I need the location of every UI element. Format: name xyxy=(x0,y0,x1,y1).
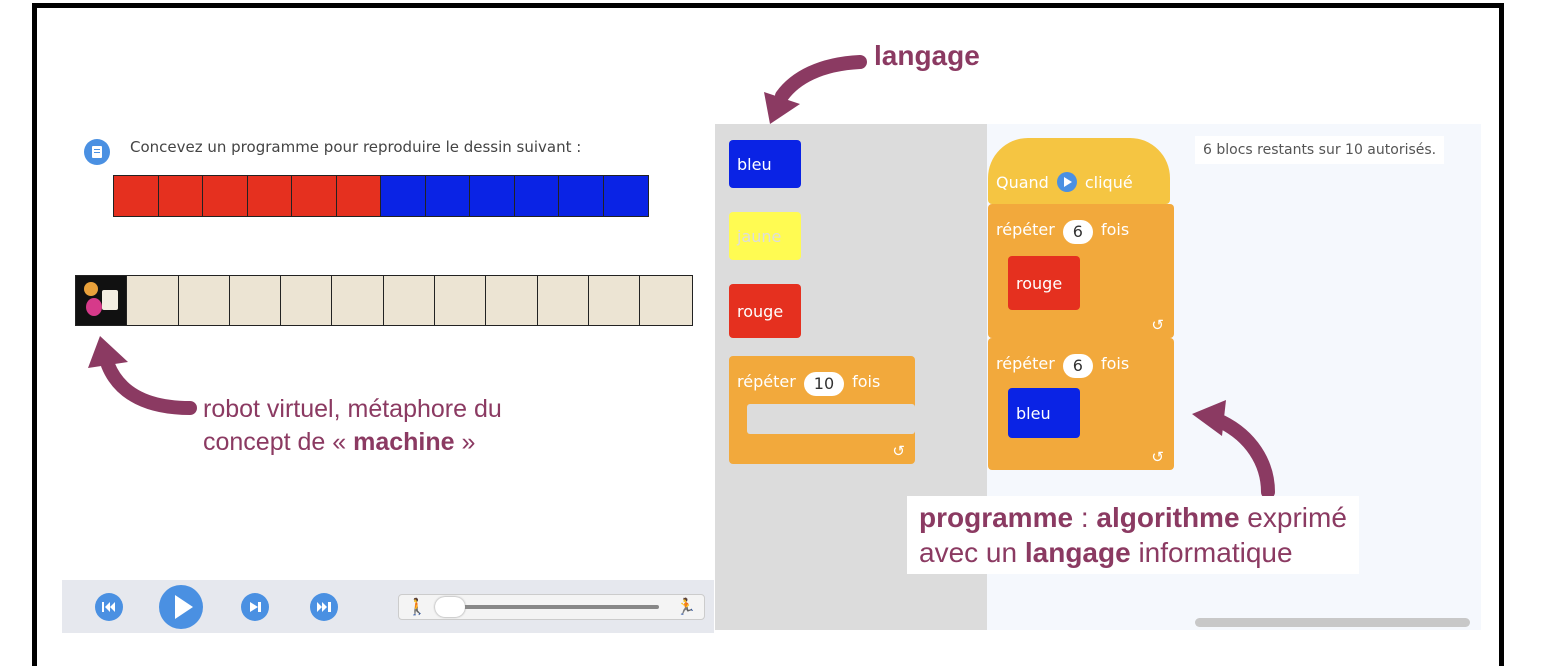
speed-slider[interactable]: 🚶 🏃 xyxy=(398,594,705,620)
target-cell xyxy=(247,176,292,216)
target-cell xyxy=(425,176,470,216)
start-label: Quand xyxy=(996,173,1049,192)
fast-forward-button[interactable] xyxy=(310,593,338,621)
palette-block-blue-label: bleu xyxy=(737,154,772,174)
palette-block-yellow[interactable]: jaune xyxy=(729,212,801,260)
step-icon xyxy=(250,602,261,612)
workspace-block-red[interactable]: rouge xyxy=(1008,256,1080,310)
grid-cell xyxy=(281,276,333,325)
loop-icon: ↺ xyxy=(892,442,905,460)
grid-cell xyxy=(179,276,230,325)
program-annotation-line2-pre: avec un xyxy=(919,537,1025,568)
speed-track-bar xyxy=(435,605,659,609)
repeat-1-label: répéter xyxy=(996,220,1055,239)
palette-repeat-block[interactable]: répéter 10 fois ↺ xyxy=(729,356,915,464)
step-button[interactable] xyxy=(241,593,269,621)
grid-cell xyxy=(589,276,641,325)
workspace-scrollbar[interactable] xyxy=(1195,618,1470,627)
language-arrow xyxy=(764,55,867,124)
fast-forward-icon xyxy=(317,602,331,612)
target-cell xyxy=(158,176,203,216)
target-cell xyxy=(381,176,426,216)
workspace-block-blue[interactable]: bleu xyxy=(1008,388,1080,438)
palette-repeat-slot xyxy=(747,404,915,434)
program-annotation-bold1: programme xyxy=(919,502,1074,533)
walker-icon: 🚶 xyxy=(407,597,427,616)
skip-back-button[interactable] xyxy=(95,593,123,621)
target-cell xyxy=(603,176,648,216)
robot-annotation-pre: concept de « xyxy=(203,428,354,456)
loop-icon: ↺ xyxy=(1151,448,1164,466)
instruction-icon xyxy=(84,139,110,165)
palette-block-red[interactable]: rouge xyxy=(729,284,801,338)
program-annotation: programme : algorithme exprimé avec un l… xyxy=(907,496,1359,574)
grid-cell xyxy=(640,276,691,325)
speed-knob[interactable] xyxy=(435,597,465,617)
play-icon xyxy=(1056,172,1077,192)
grid-cell xyxy=(384,276,436,325)
target-pattern xyxy=(113,175,649,217)
target-cell xyxy=(292,176,337,216)
robot-annotation-line1: robot virtuel, métaphore du xyxy=(203,395,502,423)
runner-icon: 🏃 xyxy=(676,597,696,616)
grid-cell xyxy=(538,276,589,325)
workspace-block-red-label: rouge xyxy=(1016,273,1063,293)
program-annotation-rest1: exprimé xyxy=(1239,502,1347,533)
palette-block-red-label: rouge xyxy=(737,301,784,321)
remaining-blocks-label: 6 blocs restants sur 10 autorisés. xyxy=(1195,136,1445,164)
robot-annotation-post: » xyxy=(454,428,476,456)
playback-controls: 🚶 🏃 xyxy=(62,580,714,633)
language-annotation: langage xyxy=(874,40,980,71)
repeat-1-count[interactable]: 6 xyxy=(1062,220,1093,244)
loop-icon: ↺ xyxy=(1151,316,1164,334)
program-annotation-line2-post: informatique xyxy=(1130,537,1293,568)
program-annotation-sep: : xyxy=(1073,502,1097,533)
robot-icon xyxy=(76,276,128,325)
robot-grid xyxy=(75,275,693,326)
target-cell xyxy=(470,176,515,216)
robot-annotation: robot virtuel, métaphore du concept de «… xyxy=(203,393,502,459)
start-label-clicked: cliqué xyxy=(1084,173,1133,192)
program-arrow xyxy=(1192,400,1275,499)
grid-cell xyxy=(486,276,538,325)
repeat-2-count[interactable]: 6 xyxy=(1062,354,1093,378)
instruction-text: Concevez un programme pour reproduire le… xyxy=(130,138,582,156)
target-cell xyxy=(336,176,381,216)
workspace-block-blue-label: bleu xyxy=(1016,403,1051,423)
program-annotation-bold2: algorithme xyxy=(1096,502,1240,533)
grid-cell xyxy=(332,276,384,325)
skip-back-icon xyxy=(102,602,115,612)
grid-cell xyxy=(435,276,487,325)
palette-block-yellow-label: jaune xyxy=(737,226,782,246)
repeat-2-fois: fois xyxy=(1100,354,1130,373)
palette-repeat-count[interactable]: 10 xyxy=(803,372,845,396)
repeat-2-label: répéter xyxy=(996,354,1055,373)
target-cell xyxy=(114,176,159,216)
palette-repeat-label: répéter xyxy=(737,372,796,391)
play-icon xyxy=(175,595,193,619)
grid-cell xyxy=(230,276,282,325)
target-cell xyxy=(559,176,604,216)
palette-block-blue[interactable]: bleu xyxy=(729,140,801,188)
palette-repeat-fois: fois xyxy=(852,372,881,391)
program-annotation-bold3: langage xyxy=(1024,537,1131,568)
play-button[interactable] xyxy=(159,585,203,629)
grid-cell xyxy=(127,276,179,325)
robot-arrow xyxy=(88,336,197,415)
start-block[interactable]: Quand cliqué xyxy=(988,138,1170,204)
target-cell xyxy=(514,176,559,216)
robot-annotation-bold: machine xyxy=(353,428,455,456)
target-cell xyxy=(203,176,248,216)
repeat-1-fois: fois xyxy=(1100,220,1130,239)
